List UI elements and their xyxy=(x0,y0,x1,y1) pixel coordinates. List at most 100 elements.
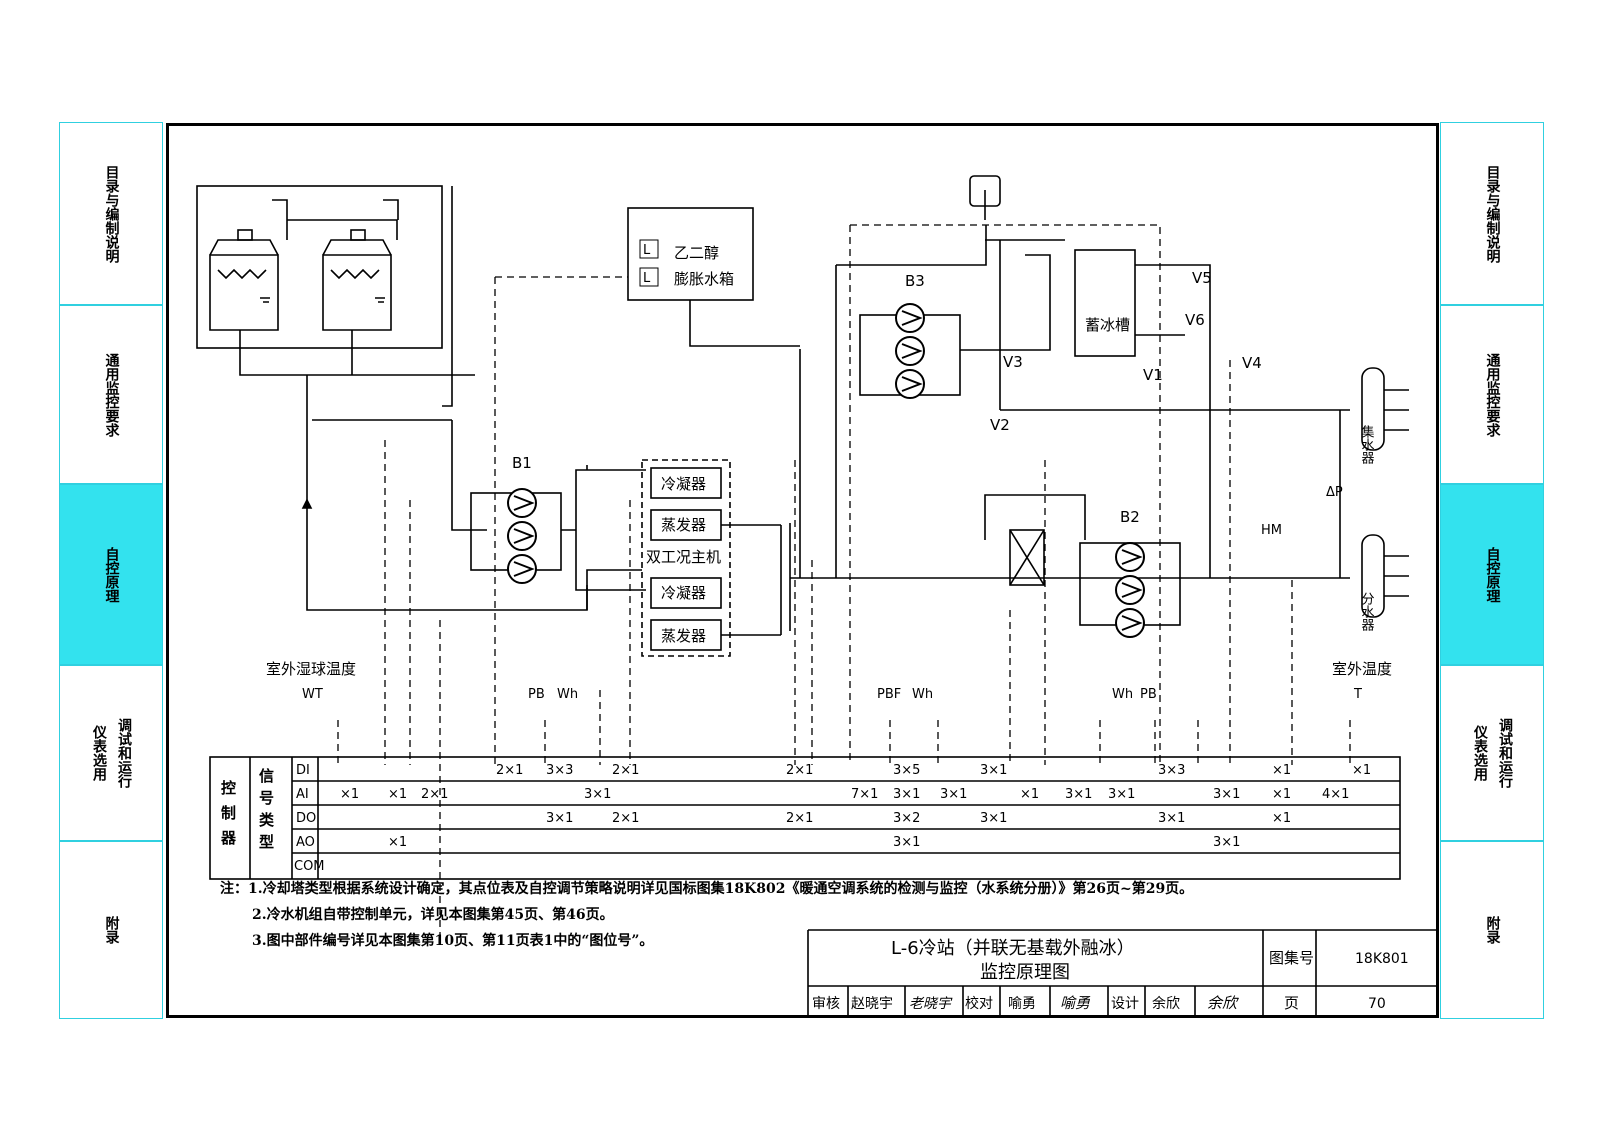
pump-b2-1 xyxy=(1115,542,1145,572)
pbf-sensor: PBF xyxy=(877,687,901,702)
drawing-frame xyxy=(166,123,1439,1018)
do-count: 3×1 xyxy=(980,811,1007,826)
hm-meter: HM xyxy=(1261,523,1282,538)
ice-tank-label: 蓄冰槽 xyxy=(1085,316,1130,334)
pb-sensor-2: PB xyxy=(1140,687,1157,702)
checker-name: 喻勇 xyxy=(1008,996,1036,1012)
dp-sensor: ΔP xyxy=(1326,485,1343,500)
checker-signature: 喻勇 xyxy=(1060,994,1091,1012)
pump-b2-2 xyxy=(1115,575,1145,605)
pump-b1-1 xyxy=(507,488,537,518)
valve-v4-label: V4 xyxy=(1242,354,1262,372)
do-counts: 3×1 2×1 2×1 3×2 3×1 3×1 ×1 xyxy=(546,811,1291,826)
ao-count: 3×1 xyxy=(1213,835,1240,850)
tab-directory[interactable]: 目录与编制说明 xyxy=(59,122,163,305)
pump-b3-label: B3 xyxy=(905,272,925,290)
tab-appendix[interactable]: 附录 xyxy=(59,841,163,1019)
tab-appendix-right-label: 附录 xyxy=(1484,916,1501,944)
pump-b1-3 xyxy=(507,554,537,584)
designer-signature: 余欣 xyxy=(1207,994,1239,1012)
check-label: 校对 xyxy=(965,995,993,1012)
atlas-number: 18K801 xyxy=(1355,951,1409,967)
ao-count: 3×1 xyxy=(893,835,920,850)
di-count: ×1 xyxy=(1272,763,1291,778)
pump-b3-2 xyxy=(895,336,925,366)
tab-directory-right-label: 目录与编制说明 xyxy=(1484,164,1501,263)
row-ai: AI xyxy=(296,787,309,802)
di-count: 3×1 xyxy=(980,763,1007,778)
note-3: 3.图中部件编号详见本图集第10页、第11页表1中的“图位号”。 xyxy=(252,933,654,949)
evaporator-2-label: 蒸发器 xyxy=(661,627,706,645)
tab-instrument-install[interactable]: 仪表选用调试和运行 xyxy=(59,665,163,841)
di-count: 3×5 xyxy=(893,763,920,778)
evaporator-1-label: 蒸发器 xyxy=(661,516,706,534)
tab-appendix-label: 附录 xyxy=(103,916,120,944)
notes: 注：1.冷却塔类型根据系统设计确定，其点位表及自控调节策略说明详见国标图集18K… xyxy=(220,876,1193,954)
do-count: 2×1 xyxy=(612,811,639,826)
ai-count: 3×1 xyxy=(893,787,920,802)
controller-label-1: 控 xyxy=(221,779,236,797)
pump-b1-label: B1 xyxy=(512,454,532,472)
level-sensor-1: L xyxy=(643,243,651,258)
row-do: DO xyxy=(296,811,316,826)
do-count: 3×1 xyxy=(1158,811,1185,826)
title-line-1: L-6冷站（并联无基载外融冰） xyxy=(891,938,1135,959)
wh-meter-3: Wh xyxy=(1112,687,1133,702)
controller-label-3: 器 xyxy=(220,829,237,847)
ai-count: ×1 xyxy=(340,787,359,802)
review-label: 审核 xyxy=(812,996,840,1012)
valve-v1-label: V1 xyxy=(1143,366,1163,384)
tab-instrument-install-right[interactable]: 仪表选用调试和运行 xyxy=(1440,665,1544,841)
outdoor-temp-label: 室外温度 xyxy=(1332,660,1392,678)
distributor-label: 分水器 xyxy=(1359,592,1375,632)
signal-label-2: 号 xyxy=(259,789,274,807)
atlas-label: 图集号 xyxy=(1269,949,1314,967)
note-1: 注：1.冷却塔类型根据系统设计确定，其点位表及自控调节策略说明详见国标图集18K… xyxy=(220,881,1194,897)
title-block xyxy=(807,929,1439,1018)
ai-count: 3×1 xyxy=(1213,787,1240,802)
wh-meter-2: Wh xyxy=(912,687,933,702)
reviewer-signature: 老晓宇 xyxy=(909,996,953,1012)
do-count: ×1 xyxy=(1272,811,1291,826)
ao-counts: ×1 3×1 3×1 xyxy=(388,835,1240,850)
tab-directory-label: 目录与编制说明 xyxy=(103,164,120,263)
di-count: 2×1 xyxy=(786,763,813,778)
valve-v6-label: V6 xyxy=(1185,311,1205,329)
designer-name: 余欣 xyxy=(1152,995,1180,1012)
do-count: 3×2 xyxy=(893,811,920,826)
page-number: 70 xyxy=(1368,996,1386,1012)
wt-sensor: WT xyxy=(302,687,323,702)
tab-appendix-right[interactable]: 附录 xyxy=(1440,841,1544,1019)
do-count: 3×1 xyxy=(546,811,573,826)
ai-counts: ×1 ×1 2×1 3×1 7×1 3×1 3×1 ×1 3×1 3×1 3×1… xyxy=(340,787,1349,802)
pump-b2-3 xyxy=(1115,608,1145,638)
ai-count: ×1 xyxy=(1020,787,1039,802)
tab-general-requirements-right-label: 通用监控要求 xyxy=(1484,352,1501,437)
tab-control-principle-right[interactable]: 自控原理 xyxy=(1440,484,1544,665)
pump-b1-2 xyxy=(507,521,537,551)
level-sensor-2: L xyxy=(643,271,651,286)
tab-instrument-install-label-b: 调试和运行 xyxy=(116,718,132,788)
collector-label: 集水器 xyxy=(1359,424,1375,465)
valve-v2-label: V2 xyxy=(990,416,1010,434)
signal-label-3: 类 xyxy=(259,811,275,829)
tab-control-principle[interactable]: 自控原理 xyxy=(59,484,163,665)
di-count: 2×1 xyxy=(496,763,523,778)
chiller-label: 双工况主机 xyxy=(646,548,721,566)
tab-control-principle-right-label: 自控原理 xyxy=(1484,546,1501,603)
di-count: 2×1 xyxy=(612,763,639,778)
tab-directory-right[interactable]: 目录与编制说明 xyxy=(1440,122,1544,305)
di-count: 3×3 xyxy=(1158,763,1185,778)
controller-table xyxy=(209,756,1401,880)
t-sensor-outdoor: T xyxy=(1353,687,1362,702)
tab-instrument-install-right-label-b: 调试和运行 xyxy=(1497,718,1513,788)
page-label: 页 xyxy=(1284,994,1299,1012)
ai-count: 2×1 xyxy=(421,787,448,802)
condenser-1-label: 冷凝器 xyxy=(661,475,706,493)
valve-v5-label: V5 xyxy=(1192,269,1212,287)
tab-general-requirements-right[interactable]: 通用监控要求 xyxy=(1440,305,1544,484)
signal-label-4: 型 xyxy=(259,833,274,851)
di-count: 3×3 xyxy=(546,763,573,778)
tab-instrument-install-right-label-a: 仪表选用 xyxy=(1472,725,1488,781)
tab-general-requirements[interactable]: 通用监控要求 xyxy=(59,305,163,484)
